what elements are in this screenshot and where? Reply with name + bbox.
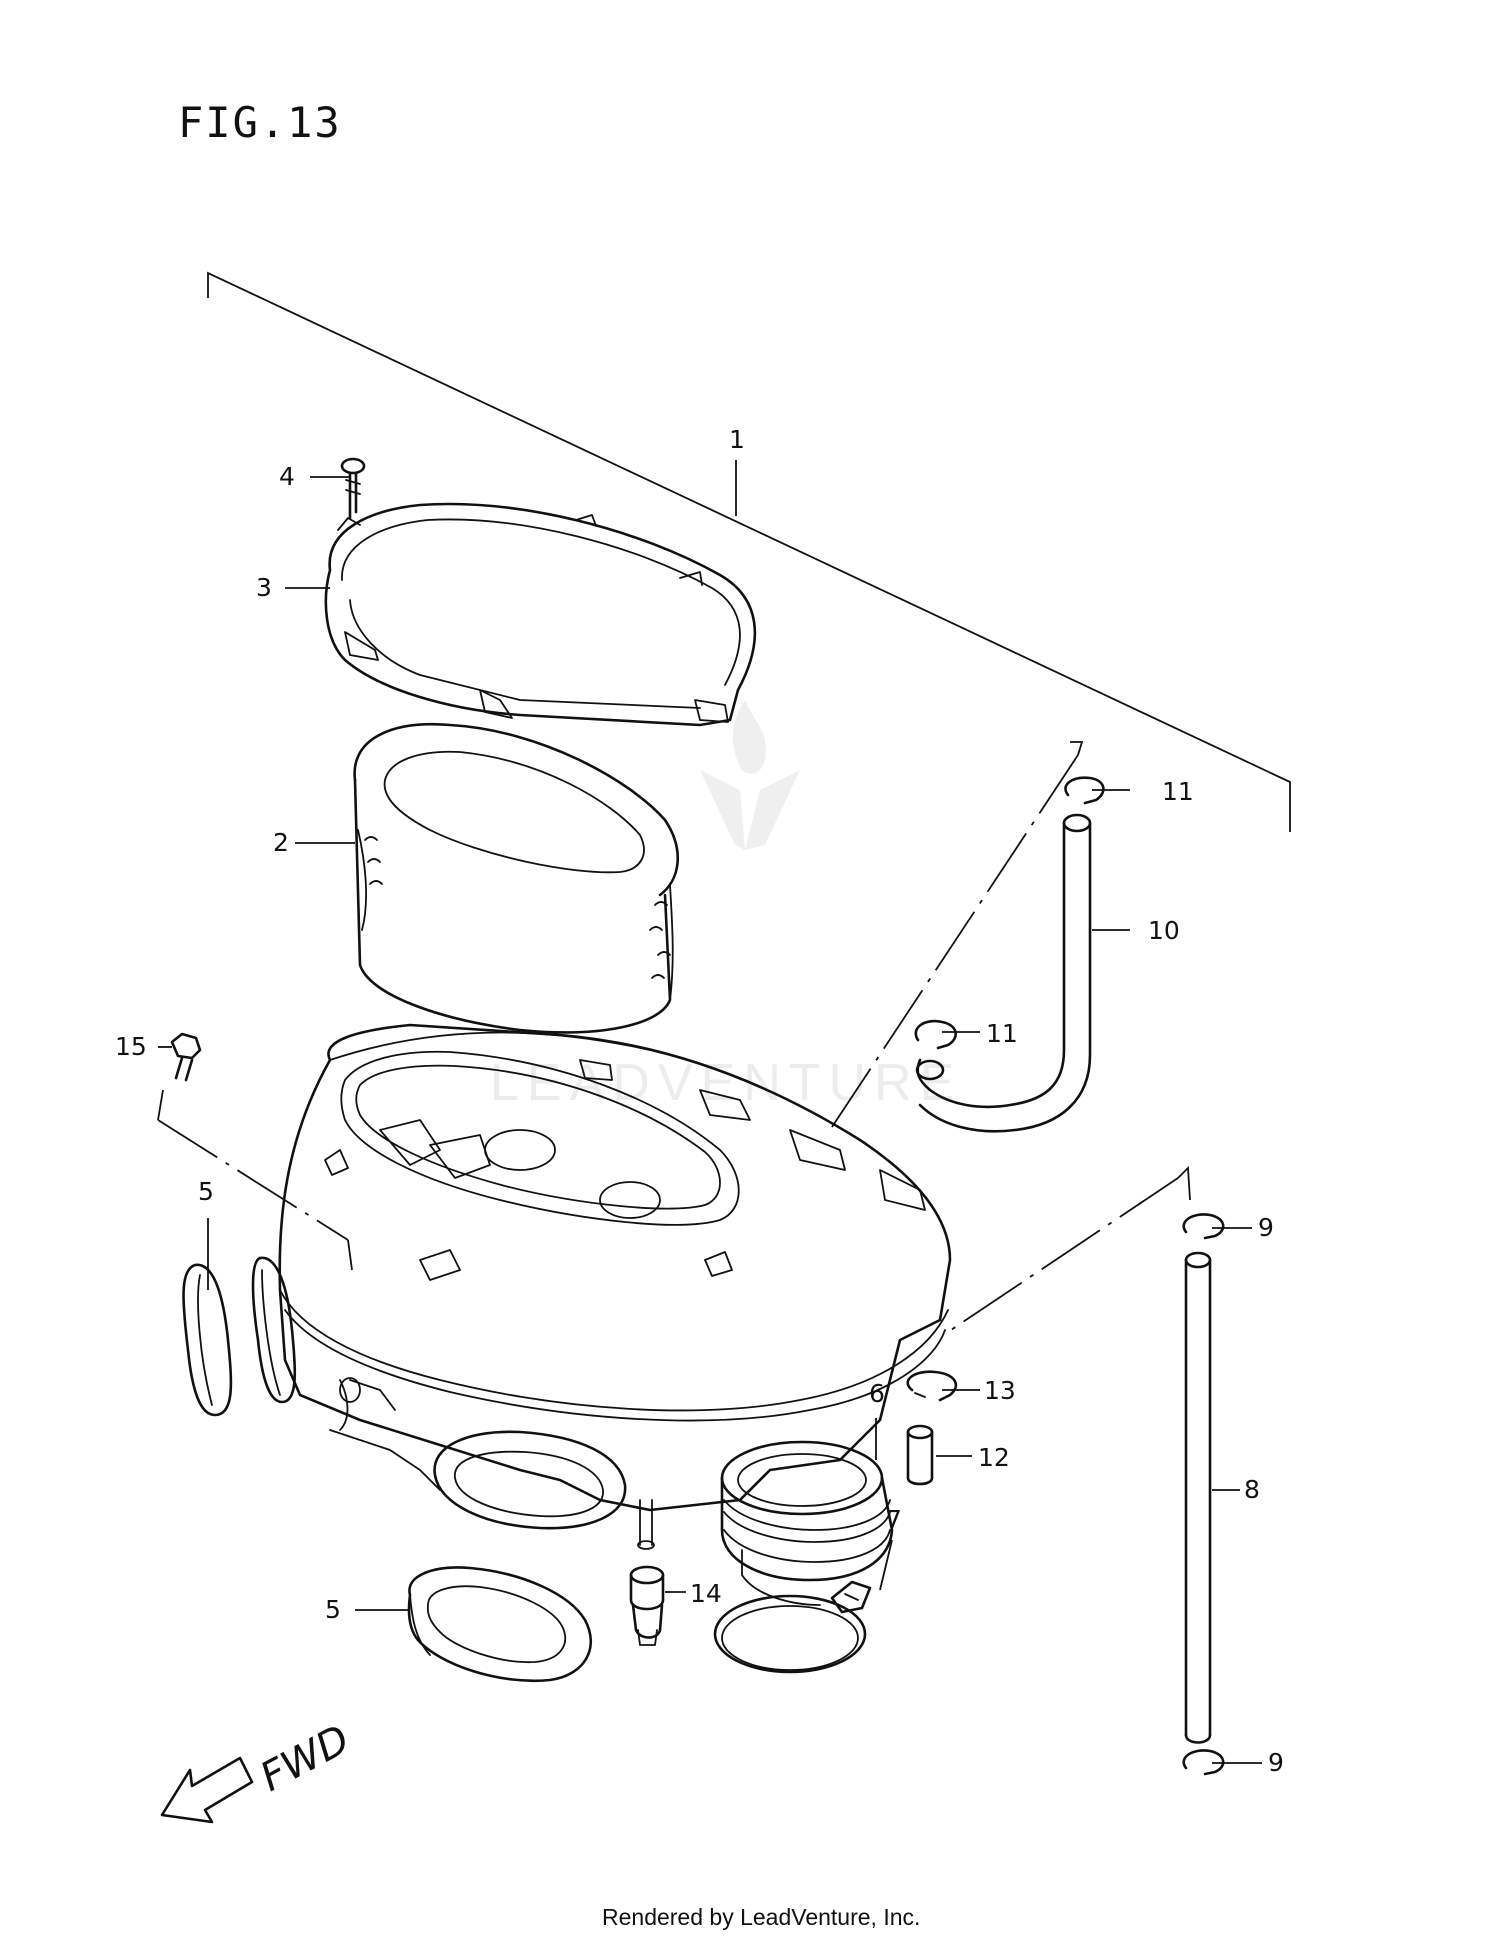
- callout-13: 13: [984, 1376, 1016, 1405]
- part-clip-11b: [914, 1019, 980, 1050]
- callout-7: 7: [886, 1505, 902, 1534]
- part-boot-6: [720, 1418, 894, 1606]
- part-seal-5a: [182, 1218, 297, 1417]
- forward-direction-indicator: FWD: [160, 1716, 357, 1824]
- forward-arrow-icon: [160, 1756, 254, 1824]
- callout-11-upper: 11: [1162, 777, 1194, 806]
- callout-4: 4: [279, 462, 295, 491]
- callout-2: 2: [273, 828, 289, 857]
- part-seal-5b: [355, 1566, 592, 1683]
- render-credit: Rendered by LeadVenture, Inc.: [602, 1904, 920, 1930]
- leadventure-watermark: LEADVENTURE: [490, 700, 962, 1112]
- part-hose-10: [829, 741, 1130, 1133]
- part-clamp-7: [713, 1539, 893, 1674]
- part-bolt-15: [157, 1032, 353, 1271]
- callout-14: 14: [690, 1579, 722, 1608]
- part-tube-8: [947, 1165, 1240, 1744]
- watermark-text: LEADVENTURE: [490, 1054, 962, 1112]
- part-air-cleaner-case: [278, 1023, 952, 1550]
- figure-title: FIG.13: [178, 98, 342, 147]
- part-clip-13: [906, 1370, 980, 1402]
- callout-6: 6: [869, 1379, 885, 1408]
- callout-5-upper: 5: [198, 1177, 214, 1206]
- leader-lines: [158, 476, 355, 1048]
- assembly-bracket: [207, 271, 1291, 832]
- callout-12: 12: [978, 1443, 1010, 1472]
- part-fitting-14: [629, 1565, 686, 1646]
- callout-10: 10: [1148, 916, 1180, 945]
- callout-3: 3: [256, 573, 272, 602]
- callout-1: 1: [729, 425, 745, 454]
- part-spacer-12: [906, 1424, 972, 1486]
- part-clip-11a: [1064, 776, 1130, 805]
- part-clip-9a: [1182, 1213, 1252, 1240]
- callout-9-upper: 9: [1258, 1213, 1274, 1242]
- fwd-label: FWD: [253, 1716, 357, 1800]
- callout-9-lower: 9: [1268, 1748, 1284, 1777]
- callout-labels: 1 2 3 4 5 5 6 7 8 9 9 10 11 11 12 13 14 …: [115, 425, 1284, 1777]
- callout-11-lower: 11: [986, 1019, 1018, 1048]
- part-clip-9b: [1182, 1749, 1262, 1776]
- part-air-cleaner-cap: [324, 502, 757, 727]
- part-screw-4: [340, 457, 366, 520]
- callout-5-lower: 5: [325, 1595, 341, 1624]
- callout-8: 8: [1244, 1475, 1260, 1504]
- callout-15: 15: [115, 1032, 147, 1061]
- part-filter-element: [353, 722, 679, 1034]
